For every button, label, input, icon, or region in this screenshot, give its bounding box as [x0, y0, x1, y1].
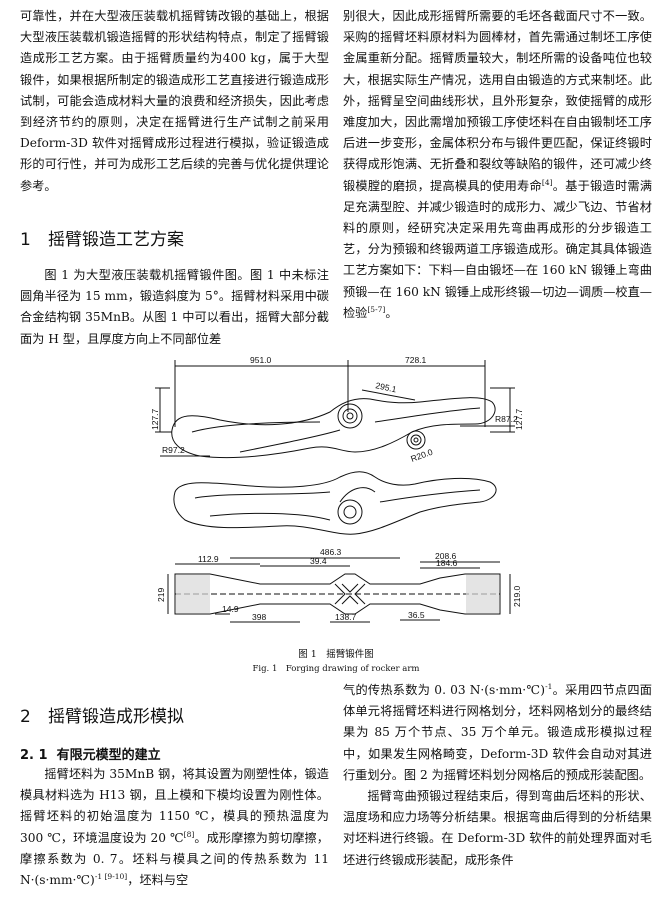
bottom-right-text-a: 气的传热系数为 0. 03 N·(s·mm·℃): [343, 683, 546, 697]
intro-paragraph-left: 可靠性，并在大型液压装载机摇臂铸改锻的基础上，根据大型液压装载机锻造摇臂的形状结…: [20, 6, 329, 197]
dim-r20: R20.0: [409, 447, 434, 464]
bottom-left-text-c: ，坯料与空: [127, 873, 189, 888]
bottom-left-paragraph: 摇臂坯料为 35MnB 钢，将其设置为刚塑性体，锻造模具材料选为 H13 钢，且…: [20, 764, 329, 891]
dim-14-9: 14.9: [222, 604, 239, 614]
dim-486: 486.3: [320, 547, 342, 557]
dim-112: 112.9: [198, 554, 219, 564]
bottom-left-text-a: 摇臂坯料为 35MnB 钢，将其设置为刚塑性体，锻造模具材料选为 H13 钢，且…: [20, 767, 329, 845]
dim-219-right: 219.0: [512, 585, 522, 607]
citation-8: [8]: [183, 829, 195, 839]
right-text-a: 别很大，因此成形摇臂所需要的毛坯各截面尺寸不一致。采购的摇臂坯料原材料为圆棒材，…: [343, 9, 652, 193]
dim-394: 39.4: [310, 556, 327, 566]
dim-138: 138.7: [335, 612, 357, 622]
citation-5-7: [5-7]: [367, 304, 386, 314]
dim-398: 398: [252, 612, 266, 622]
subsection-2-1-number: 2. 1: [20, 748, 48, 763]
dim-208: 208.6: [435, 551, 457, 561]
figure-caption-cn: 图 1 摇臂锻件图: [298, 649, 374, 660]
bottom-right-text-b: 。采用四节点四面体单元将摇臂坯料进行网格划分，坯料网格划分的最终结果为 85 万…: [343, 683, 652, 782]
section-1-text: 图 1 为大型液压装载机摇臂锻件图。图 1 中未标注圆角半径为 15 mm，锻造…: [20, 268, 329, 346]
section-2-heading: 2 摇臂锻造成形模拟: [20, 702, 184, 727]
dim-951: 951.0: [250, 355, 272, 365]
dim-127-left: 127.7: [150, 408, 160, 430]
bottom-right-text-2: 摇臂弯曲预锻过程结束后，得到弯曲后坯料的形状、温度场和应力场等分析结果。根据弯曲…: [343, 789, 652, 867]
subsection-2-1-heading: 2. 1 有限元模型的建立: [20, 744, 161, 763]
section-1-number: 1: [20, 230, 31, 250]
section-2-number: 2: [20, 707, 31, 727]
right-text-c: 。: [385, 305, 398, 320]
section-1-paragraph-left: 图 1 为大型液压装载机摇臂锻件图。图 1 中未标注圆角半径为 15 mm，锻造…: [20, 265, 329, 350]
intro-text: 可靠性，并在大型液压装载机摇臂铸改锻的基础上，根据大型液压装载机锻造摇臂的形状结…: [20, 9, 329, 193]
subsection-2-1-title: 有限元模型的建立: [56, 748, 161, 763]
bottom-right-paragraph: 气的传热系数为 0. 03 N·(s·mm·℃)-1。采用四节点四面体单元将摇臂…: [343, 680, 652, 871]
section-1-title: 摇臂锻造工艺方案: [48, 230, 184, 250]
bottom-left-text-b: 。成形摩擦为剪切摩擦，摩擦系数为 0. 7。坯料与模具之间的传热系数为 11 N…: [20, 830, 329, 888]
dim-127-right: 127.7: [514, 408, 524, 430]
dim-728: 728.1: [405, 355, 427, 365]
forging-drawing: 951.0 728.1 295.1 127.7 127.7 R87.2 R97.…: [150, 355, 524, 623]
dim-r87: R87.2: [495, 414, 518, 424]
dim-184: 184.6: [436, 558, 458, 568]
section-2-title: 摇臂锻造成形模拟: [48, 707, 184, 727]
section-1-heading: 1 摇臂锻造工艺方案: [20, 225, 184, 250]
dim-219-left: 219: [156, 588, 166, 602]
dim-36-5: 36.5: [408, 610, 425, 620]
superscript-minus-1: -1: [545, 681, 553, 691]
right-column-top: 别很大，因此成形摇臂所需要的毛坯各截面尺寸不一致。采购的摇臂坯料原材料为圆棒材，…: [343, 6, 652, 324]
figure-caption-en: Fig. 1 Forging drawing of rocker arm: [252, 664, 420, 674]
dim-r97: R97.2: [162, 445, 185, 455]
dim-295: 295.1: [375, 380, 398, 394]
citation-9-10: -1 [9-10]: [94, 871, 128, 881]
right-text-b: 。基于锻造时需满足充满型腔、并减少锻造时的成形力、减少飞边、节省材料的原则，经研…: [343, 178, 653, 320]
citation-4: [4]: [541, 177, 553, 187]
